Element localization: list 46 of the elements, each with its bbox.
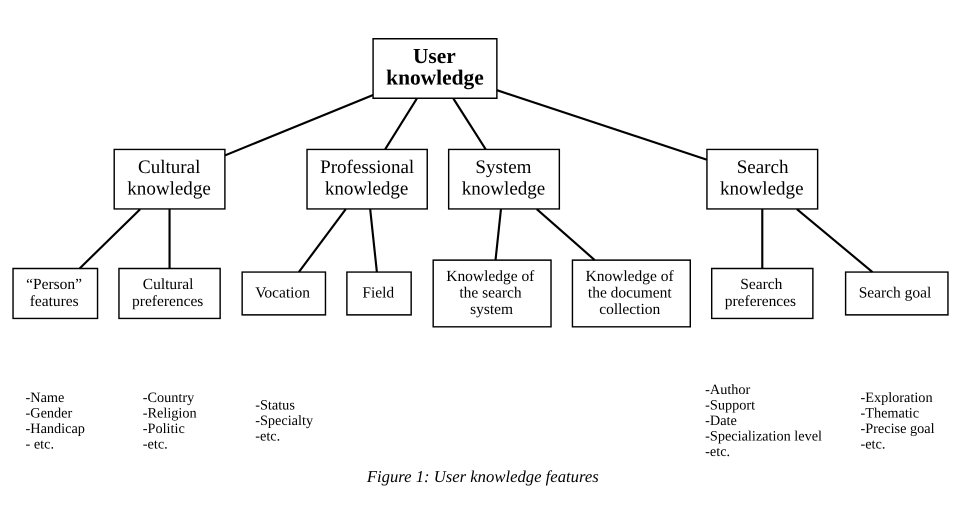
connector (298, 208, 347, 273)
connector (536, 208, 596, 261)
node-box: “Person” features (12, 268, 98, 320)
node-label: -etc. (860, 436, 886, 452)
node-label: -etc. (705, 444, 730, 460)
node-box: User knowledge (372, 38, 498, 99)
node-box: System knowledge (448, 148, 560, 210)
connector (168, 209, 171, 268)
node-box: Knowledge of the search system (432, 259, 552, 328)
node-box: Knowledge of the document collection (572, 259, 691, 328)
connector (369, 209, 378, 272)
connector (452, 98, 487, 150)
node-label: -Status (255, 398, 295, 414)
node-label: -Exploration (860, 390, 933, 406)
node-box: Vocation (241, 271, 326, 316)
node-box: Search goal (844, 271, 949, 316)
node-label: -Date (705, 413, 737, 430)
node-label: -Precise goal (860, 420, 935, 437)
node-label: -Country (142, 390, 194, 406)
connector (496, 89, 707, 161)
node-label: -Name (26, 390, 64, 406)
node-label: -Specialization level (705, 428, 822, 445)
caption: Figure 1: User knowledge features (366, 466, 599, 486)
node-label: -Handicap (26, 420, 85, 437)
node-label: -etc. (142, 436, 168, 452)
node-box: Search knowledge (706, 148, 818, 210)
node-label: -Religion (142, 405, 197, 422)
connector (384, 98, 418, 150)
node-box: Field (346, 271, 412, 316)
node-box: Cultural preferences (118, 268, 221, 320)
node-label: -Politic (142, 420, 185, 437)
node-label: -Support (705, 398, 756, 414)
node-box: Professional knowledge (306, 148, 428, 210)
connector (78, 208, 141, 270)
node-box: Cultural knowledge (114, 148, 226, 210)
connector (494, 209, 502, 260)
connector (761, 209, 764, 268)
node-label: -etc. (255, 428, 280, 445)
node-label: -Author (705, 382, 750, 398)
node-label: -Gender (26, 405, 72, 422)
connector (796, 208, 874, 273)
node-label: -Specialty (255, 413, 314, 430)
connector (224, 94, 374, 156)
node-box: Search preferences (710, 268, 814, 320)
node-label: - etc. (26, 436, 54, 452)
node-label: -Thematic (860, 405, 920, 422)
